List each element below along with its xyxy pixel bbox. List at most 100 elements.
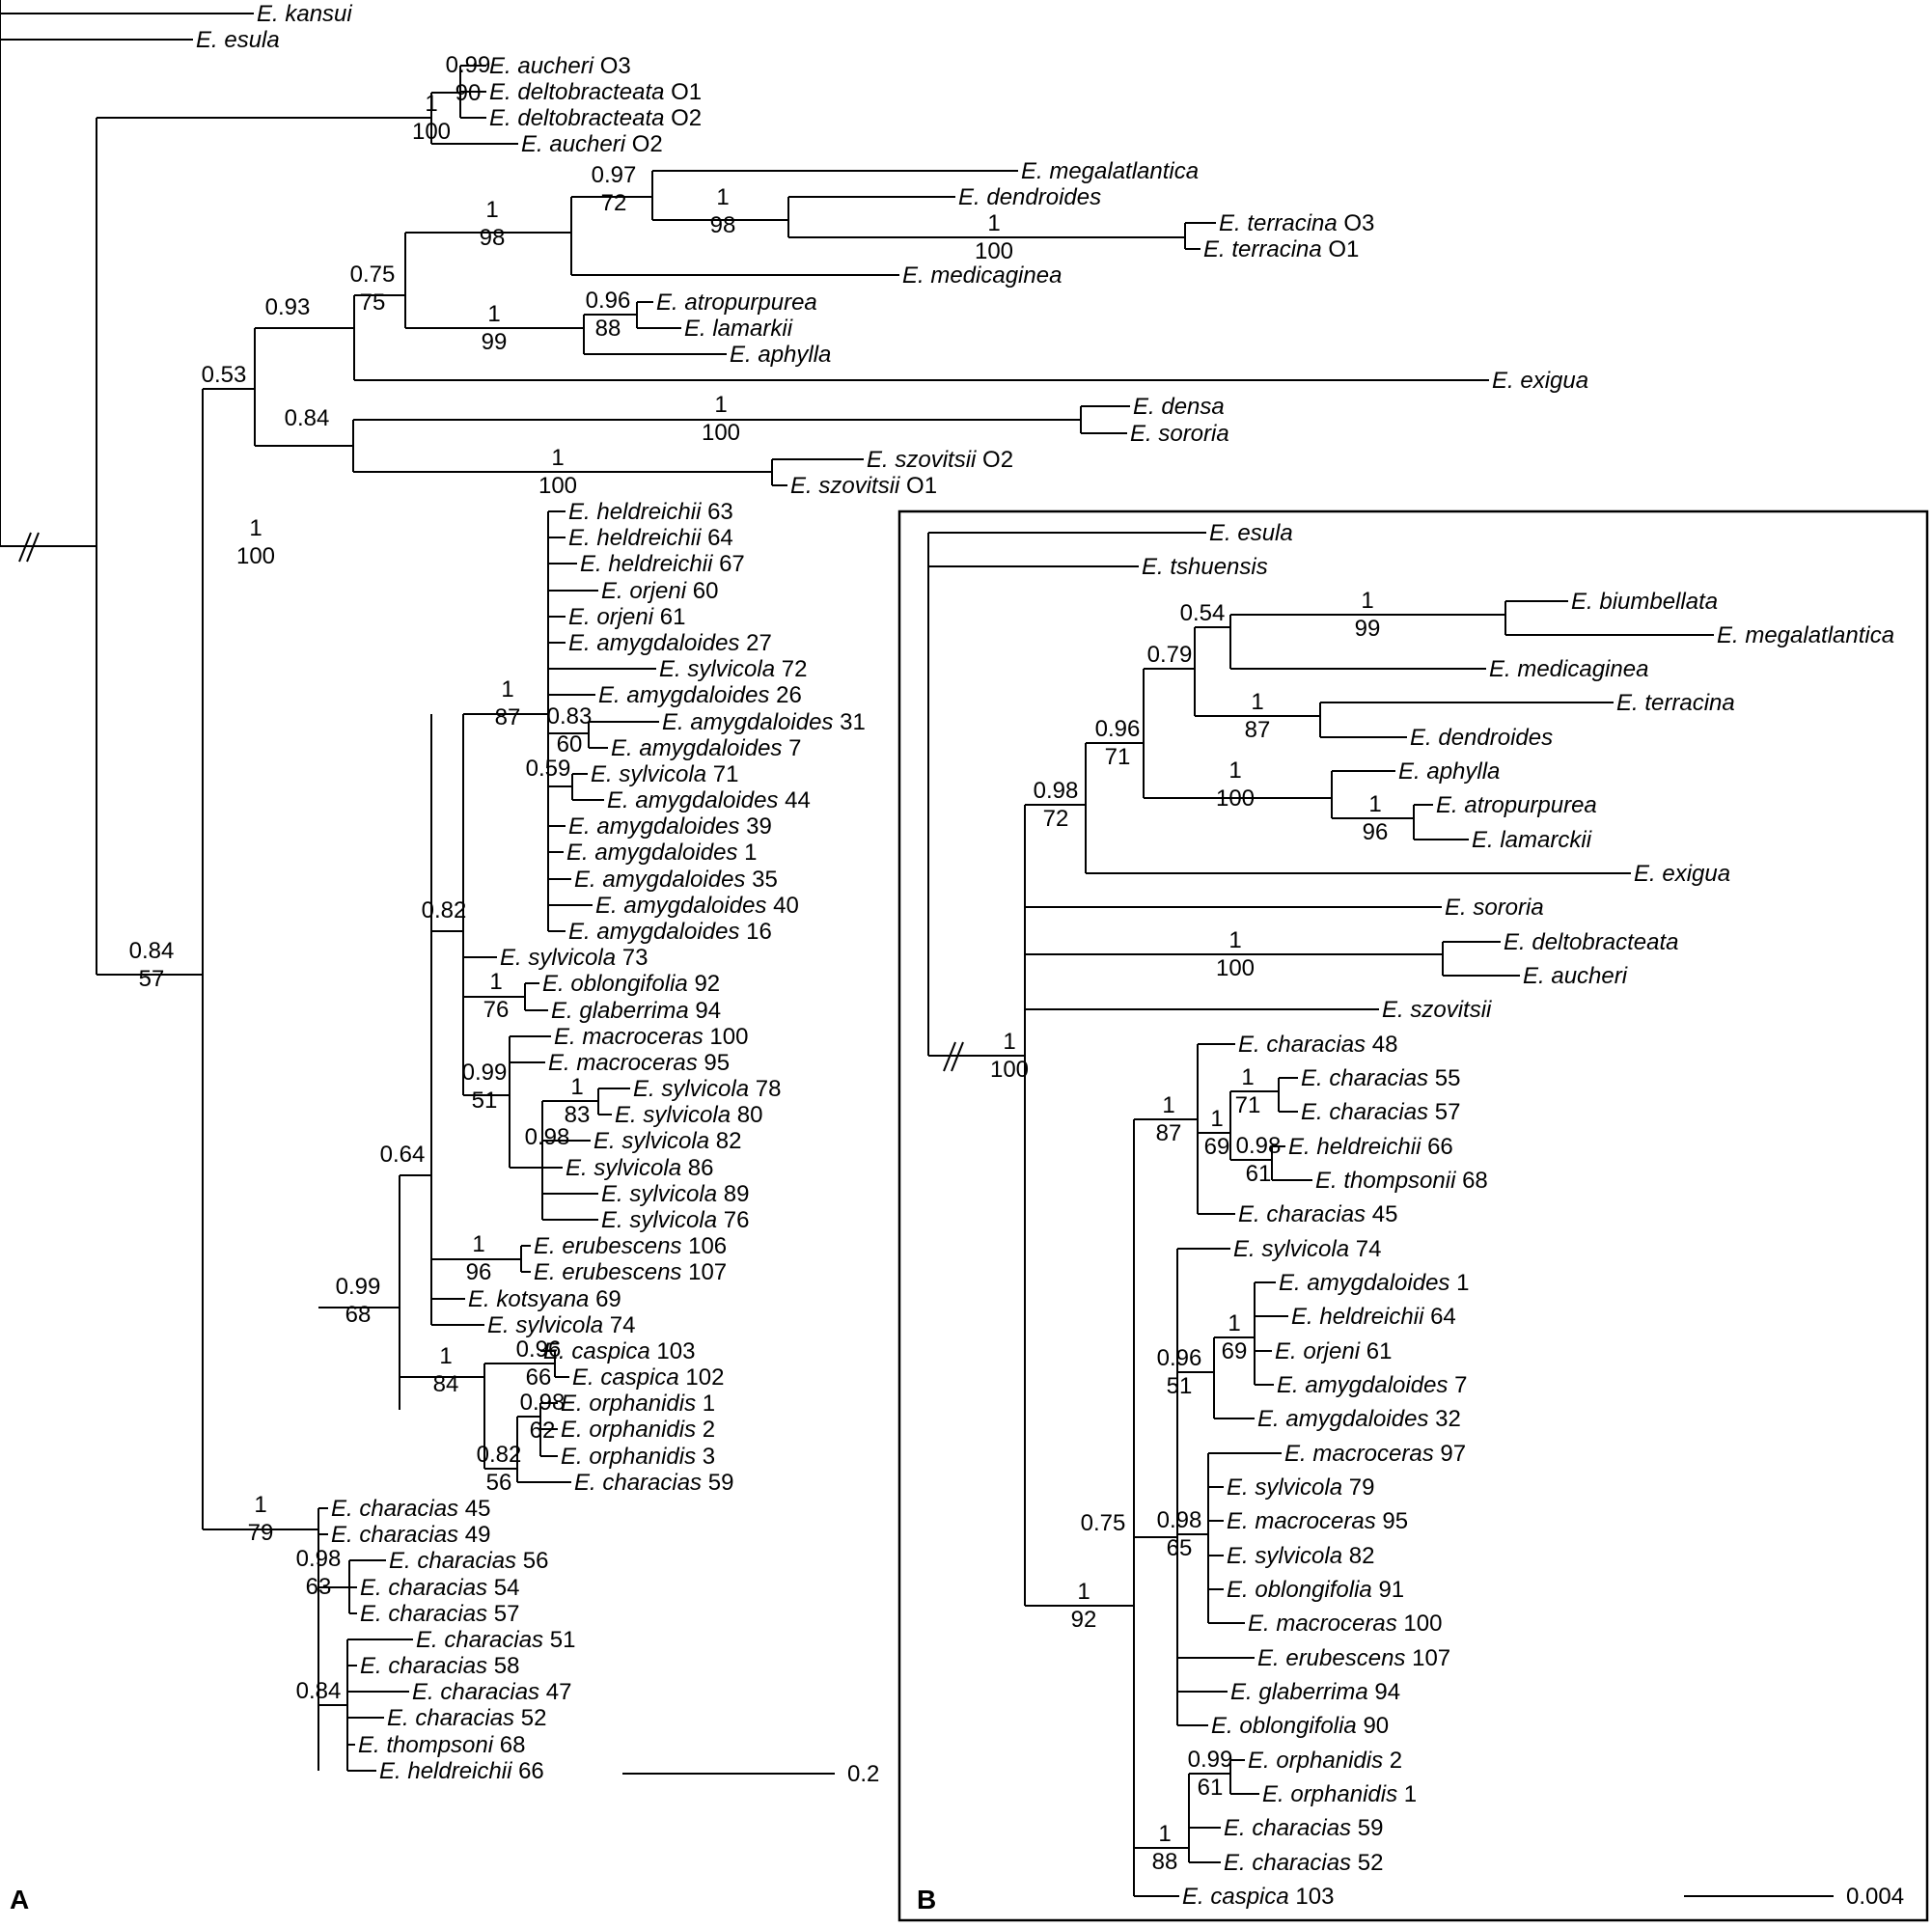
tip-label: E. dendroides	[958, 184, 1101, 210]
posterior-probability: 1	[1158, 1821, 1171, 1847]
bootstrap-support: 72	[1043, 806, 1069, 832]
posterior-probability: 0.96	[1157, 1345, 1202, 1371]
posterior-probability: 1	[489, 969, 502, 995]
posterior-probability: 0.59	[526, 756, 571, 782]
posterior-probability: 0.97	[592, 162, 637, 188]
bootstrap-support: 90	[455, 80, 482, 106]
posterior-probability: 0.84	[296, 1678, 342, 1704]
bootstrap-support: 66	[526, 1364, 552, 1391]
bootstrap-support: 71	[1105, 744, 1131, 770]
tip-label: E. medicaginea	[1489, 656, 1648, 682]
tip-label: E. characias 47	[412, 1679, 571, 1705]
tip-label: E. glaberrima 94	[551, 998, 721, 1024]
bootstrap-support: 61	[1246, 1161, 1272, 1187]
tip-label: E. heldreichii 67	[580, 551, 745, 577]
tip-label: E. terracina	[1616, 690, 1735, 716]
tip-label: E. amygdaloides 1	[1279, 1270, 1469, 1296]
bootstrap-support: 100	[990, 1057, 1029, 1083]
posterior-probability: 1	[1251, 689, 1263, 715]
tip-label: E. characias 59	[574, 1470, 733, 1496]
bootstrap-support: 87	[1245, 717, 1271, 743]
panel-b-frame	[897, 510, 1929, 1922]
tip-label: E. medicaginea	[902, 262, 1062, 289]
tip-label: E. oblongifolia 92	[542, 971, 720, 997]
bootstrap-support: 99	[482, 329, 508, 355]
bootstrap-support: 100	[538, 473, 577, 499]
tip-label: E. characias 45	[1238, 1201, 1397, 1227]
tip-label: E. characias 48	[1238, 1032, 1397, 1058]
posterior-probability: 1	[485, 197, 498, 223]
posterior-probability: 1	[425, 91, 437, 117]
tip-label: E. characias 57	[1301, 1099, 1460, 1125]
tip-label: E. sylvicola 76	[601, 1207, 749, 1233]
bootstrap-support: 57	[139, 966, 165, 992]
scale-label-a: 0.2	[847, 1761, 879, 1787]
bootstrap-support: 72	[601, 190, 627, 216]
tip-label: E. sylvicola 80	[615, 1102, 762, 1128]
tip-label: E. sororia	[1445, 895, 1544, 921]
tip-label: E. atropurpurea	[656, 289, 817, 316]
posterior-probability: 1	[439, 1343, 452, 1369]
tip-label: E. szovitsii O1	[790, 473, 937, 499]
tip-label: E. amygdaloides 32	[1257, 1406, 1461, 1432]
tip-label: E. characias 57	[360, 1601, 519, 1627]
tree-a-break-mark	[18, 532, 40, 563]
bootstrap-support: 65	[1167, 1535, 1193, 1561]
tip-label: E. macroceras 95	[1227, 1508, 1408, 1534]
tip-label: E. characias 55	[1301, 1065, 1460, 1091]
bootstrap-support: 87	[1156, 1120, 1182, 1146]
bootstrap-support: 68	[345, 1302, 372, 1328]
posterior-probability: 1	[987, 210, 1000, 236]
tip-label: E. sylvicola 82	[593, 1128, 741, 1154]
tip-label: E. sylvicola 79	[1227, 1474, 1374, 1501]
posterior-probability: 0.75	[1081, 1510, 1126, 1536]
tip-label: E. heldreichii 66	[379, 1758, 544, 1784]
bootstrap-support: 79	[248, 1520, 274, 1546]
tip-label: E. orphanidis 2	[561, 1417, 715, 1443]
tip-label: E. amygdaloides 1	[566, 840, 757, 866]
posterior-probability: 0.82	[477, 1442, 522, 1468]
tip-label: E. aucheri O2	[521, 131, 663, 157]
tip-label: E. glaberrima 94	[1230, 1679, 1400, 1705]
scale-label-b: 0.004	[1846, 1884, 1904, 1910]
tip-label: E. orjeni 61	[1275, 1338, 1392, 1364]
posterior-probability: 1	[1361, 588, 1373, 614]
tip-label: E. orphanidis 1	[1262, 1781, 1417, 1807]
bootstrap-support: 96	[1363, 819, 1389, 845]
posterior-probability: 0.79	[1147, 642, 1193, 668]
posterior-probability: 0.75	[350, 262, 396, 288]
tip-label: E. aucheri O3	[489, 53, 631, 79]
posterior-probability: 0.98	[296, 1546, 342, 1572]
bootstrap-support: 98	[480, 225, 506, 251]
tip-label: E. amygdaloides 7	[1277, 1372, 1467, 1398]
tip-label: E. esula	[1209, 520, 1293, 546]
bootstrap-support: 63	[306, 1574, 332, 1600]
tip-label: E. characias 52	[387, 1705, 546, 1731]
tip-label: E. macroceras 95	[548, 1050, 730, 1076]
tip-label: E. caspica 102	[572, 1364, 724, 1391]
posterior-probability: 1	[1228, 927, 1241, 953]
tip-label: E. orphanidis 3	[561, 1444, 715, 1470]
tip-label: E. sylvicola 89	[601, 1181, 749, 1207]
tip-label: E. macroceras 100	[1248, 1611, 1442, 1637]
tip-label: E. macroceras 97	[1284, 1441, 1466, 1467]
tip-label: E. biumbellata	[1571, 589, 1718, 615]
posterior-probability: 1	[487, 301, 500, 327]
tip-label: E. macroceras 100	[554, 1024, 748, 1050]
posterior-probability: 1	[501, 676, 513, 702]
panel-letter-a: A	[10, 1885, 29, 1914]
bootstrap-support: 88	[595, 316, 621, 342]
tip-label: E. heldreichii 64	[1291, 1304, 1456, 1330]
posterior-probability: 0.54	[1180, 600, 1226, 626]
tip-label: E. aphylla	[1398, 758, 1500, 785]
bootstrap-support: 100	[702, 420, 740, 446]
posterior-probability: 1	[570, 1074, 583, 1100]
tip-label: E. exigua	[1634, 861, 1730, 887]
bootstrap-support: 96	[466, 1259, 492, 1285]
bootstrap-support: 100	[975, 238, 1013, 264]
bootstrap-support: 69	[1222, 1338, 1248, 1364]
tree-b-break-mark	[943, 1041, 964, 1072]
